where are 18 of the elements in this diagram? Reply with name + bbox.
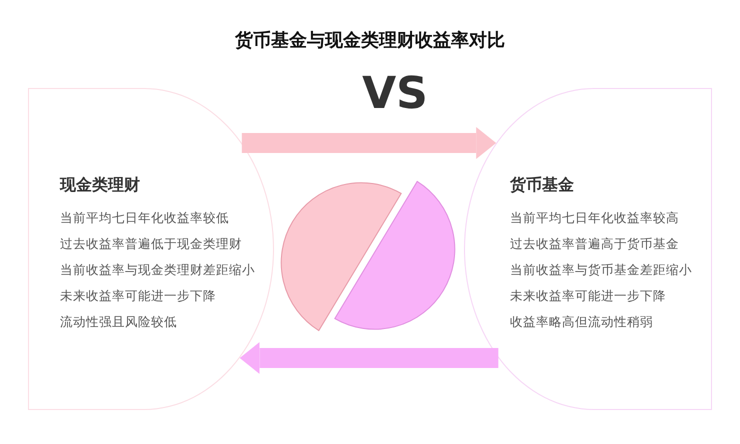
panel-heading: 现金类理财 [60,175,140,196]
body-text: 当前收益率与货币基金差距缩小 [510,262,692,279]
body-text: 未来收益率可能进一步下降 [510,288,666,305]
body-text: 收益率略高但流动性稍弱 [510,314,653,331]
arrow [240,342,498,374]
body-text: 当前平均七日年化收益率较高 [510,210,679,227]
body-text: 当前平均七日年化收益率较低 [60,210,229,227]
body-text: 当前收益率与现金类理财差距缩小 [60,262,255,279]
comparison-panel [28,88,274,410]
body-text: 流动性强且风险较低 [60,314,177,331]
body-text: 过去收益率普遍低于现金类理财 [60,236,242,253]
title: 货币基金与现金类理财收益率对比 [234,29,506,52]
arrow [242,127,496,159]
vs-text: VS [361,72,429,116]
body-text: 未来收益率可能进一步下降 [60,288,216,305]
body-text: 过去收益率普遍高于货币基金 [510,236,679,253]
comparison-panel [464,88,712,410]
panel-heading: 货币基金 [510,175,574,196]
